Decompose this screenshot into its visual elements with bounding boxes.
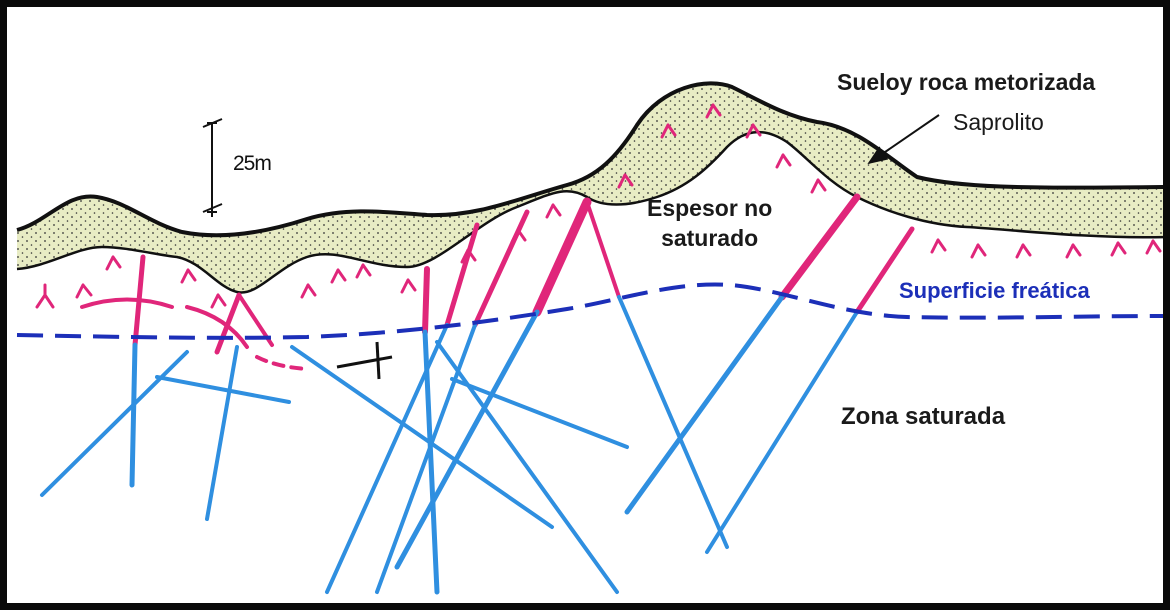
label-superficie-freatica: Superficie freática — [899, 278, 1090, 304]
label-espesor-line1: Espesor no — [647, 193, 772, 223]
label-espesor-line2: saturado — [647, 223, 772, 253]
unsaturated-fractures — [82, 197, 912, 369]
scale-bar-icon — [203, 119, 222, 217]
saturated-fractures — [42, 297, 857, 592]
label-suelo-roca: Sueloy roca metorizada — [837, 69, 1095, 96]
label-espesor-no-saturado: Espesor no saturado — [647, 193, 772, 253]
label-scale-25m: 25m — [233, 152, 271, 176]
leader-arrow-icon — [869, 115, 939, 163]
cross-section-svg — [7, 7, 1163, 603]
label-zona-saturada: Zona saturada — [841, 403, 1005, 431]
water-table-marks — [337, 342, 392, 379]
label-saprolito: Saprolito — [953, 109, 1044, 136]
